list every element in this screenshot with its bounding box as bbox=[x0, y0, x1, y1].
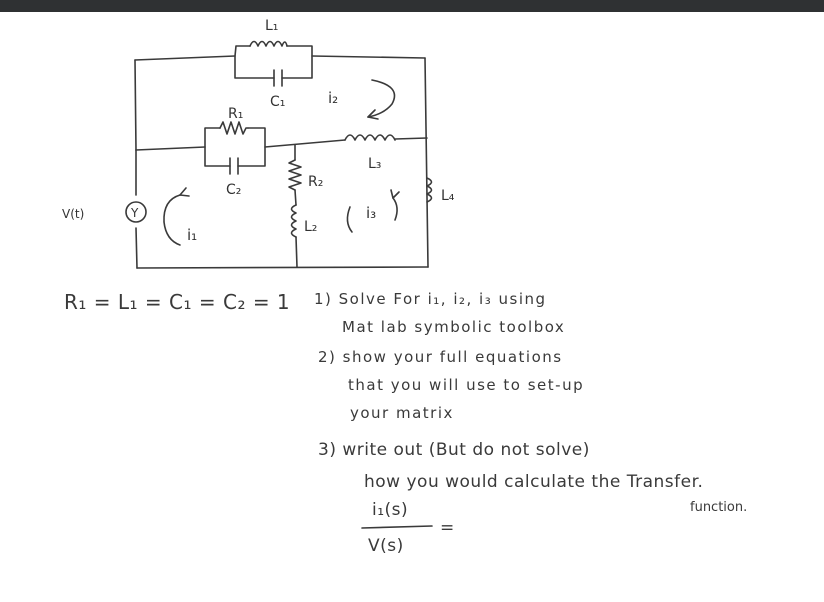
step2-line3: your matrix bbox=[350, 404, 454, 422]
top-bar bbox=[0, 0, 824, 12]
inductor-l2 bbox=[290, 204, 297, 238]
wire-middle-mid bbox=[264, 139, 346, 148]
inductor-l4 bbox=[426, 177, 433, 203]
step3-line1: 3) write out (But do not solve) bbox=[318, 440, 590, 460]
capacitor-c2 bbox=[229, 157, 239, 175]
l1-c1-block-wires bbox=[234, 45, 313, 79]
loop-arrow-i2 bbox=[367, 79, 396, 118]
wire-bottom bbox=[136, 266, 429, 269]
loop-arrow-i1 bbox=[163, 194, 181, 246]
tf-equals: = bbox=[440, 518, 455, 538]
wire-top-right bbox=[311, 55, 426, 59]
label-source: V(t) bbox=[62, 207, 84, 221]
label-l4: L₄ bbox=[441, 188, 455, 204]
step2-line2: that you will use to set-up bbox=[348, 376, 585, 394]
label-r2: R₂ bbox=[308, 174, 323, 190]
loop-arrow-i1-head bbox=[179, 187, 190, 197]
step3-line3: function. bbox=[690, 500, 748, 515]
tf-denominator: V(s) bbox=[368, 536, 404, 556]
label-c1: C₁ bbox=[270, 94, 285, 110]
tf-numerator: i₁(s) bbox=[372, 500, 409, 520]
label-l3: L₃ bbox=[368, 156, 381, 172]
loop-arrow-i3-head bbox=[390, 189, 400, 199]
wire-left-upper bbox=[134, 59, 137, 151]
label-l1: L₁ bbox=[265, 18, 278, 34]
step1-line2: Mat lab symbolic toolbox bbox=[342, 318, 566, 336]
wire-left-lower-bottom bbox=[135, 227, 138, 269]
label-i1: i₁ bbox=[187, 226, 197, 244]
tf-fraction-bar bbox=[361, 525, 433, 529]
source-symbol: Y bbox=[130, 206, 139, 220]
loop-arrow-i3 bbox=[346, 206, 353, 233]
capacitor-c1 bbox=[273, 69, 283, 87]
wire-middle-left bbox=[135, 146, 206, 151]
resistor-r2 bbox=[288, 159, 302, 191]
wire-vertical-mid bbox=[294, 189, 297, 206]
component-values: R₁ = L₁ = C₁ = C₂ = 1 bbox=[64, 290, 291, 314]
label-i3: i₃ bbox=[366, 204, 376, 222]
loop-arrow-i3-right bbox=[392, 197, 398, 221]
label-c2: C₂ bbox=[226, 182, 241, 198]
step1-line1: 1) Solve For i₁, i₂, i₃ using bbox=[314, 290, 547, 308]
wire-middle-right bbox=[394, 137, 428, 140]
wire-right bbox=[424, 57, 429, 268]
label-r1: R₁ bbox=[228, 106, 243, 122]
step3-line2: how you would calculate the Transfer. bbox=[364, 472, 704, 492]
inductor-l1 bbox=[249, 40, 288, 47]
label-i2: i₂ bbox=[328, 89, 338, 107]
inductor-l3 bbox=[344, 134, 396, 141]
label-l2: L₂ bbox=[304, 219, 317, 235]
r1-c2-block-wires bbox=[204, 127, 266, 167]
wire-vertical-bottom bbox=[295, 236, 298, 268]
step2-line1: 2) show your full equations bbox=[318, 348, 563, 366]
loop-arrow-i2-head bbox=[367, 109, 379, 120]
resistor-r1 bbox=[219, 121, 249, 135]
voltage-source bbox=[125, 201, 147, 223]
wire-top-left bbox=[134, 55, 236, 61]
